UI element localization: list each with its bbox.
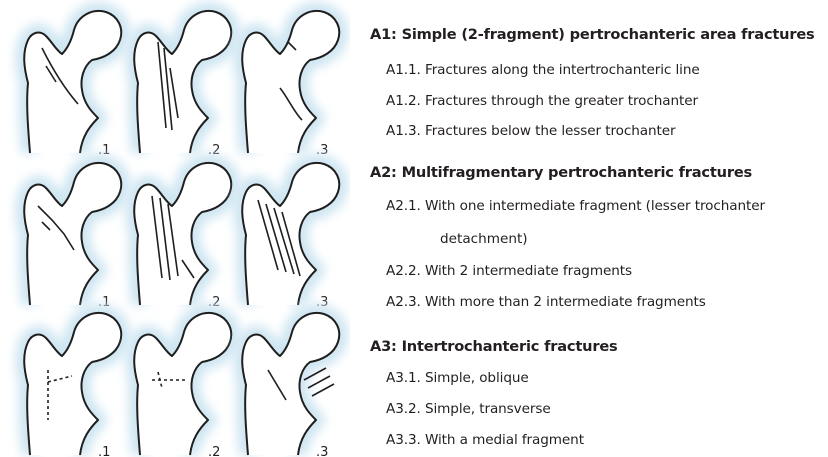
femur-outline bbox=[242, 11, 339, 153]
legend-item-a2-2: A2.2. With 2 intermediate fragments bbox=[386, 263, 632, 279]
femur-figure-a3-2: .2 bbox=[134, 313, 231, 457]
legend-item-a1-1: A1.1. Fractures along the intertrochante… bbox=[386, 62, 700, 78]
femur-outline bbox=[242, 163, 339, 305]
group-title-a3: A3: Intertrochanteric fractures bbox=[370, 338, 618, 355]
legend-item-a1-3: A1.3. Fractures below the lesser trochan… bbox=[386, 123, 675, 139]
legend-item-a3-3: A3.3. With a medial fragment bbox=[386, 432, 584, 448]
fracture-illustrations: .1.2.3.1.2.3.1.2.3 bbox=[0, 0, 350, 457]
femur-outline bbox=[24, 313, 121, 455]
femur-diagram-grid: .1.2.3.1.2.3.1.2.3 bbox=[0, 0, 350, 457]
group-title-a1: A1: Simple (2-fragment) pertrochanteric … bbox=[370, 26, 815, 43]
figure-label-a3-3: .3 bbox=[316, 445, 328, 457]
femur-outline bbox=[134, 313, 231, 455]
femur-figure-a1-2: .2 bbox=[134, 11, 231, 158]
figure-label-a3-2: .2 bbox=[208, 445, 220, 457]
femur-figure-a2-2: .2 bbox=[134, 163, 231, 310]
femur-outline bbox=[24, 11, 121, 153]
femur-figure-a2-1: .1 bbox=[24, 163, 121, 310]
femur-outline bbox=[24, 163, 121, 305]
femur-figure-a1-1: .1 bbox=[24, 11, 121, 158]
femur-outline bbox=[242, 313, 339, 455]
classification-legend: A1: Simple (2-fragment) pertrochanteric … bbox=[360, 14, 826, 454]
group-title-a2: A2: Multifragmentary pertrochanteric fra… bbox=[370, 164, 752, 181]
fracture-line bbox=[312, 384, 334, 396]
legend-item-a3-2: A3.2. Simple, transverse bbox=[386, 401, 551, 417]
legend-item-a3-1: A3.1. Simple, oblique bbox=[386, 370, 529, 386]
figure-label-a3-1: .1 bbox=[98, 445, 110, 457]
legend-item-a1-2: A1.2. Fractures through the greater troc… bbox=[386, 93, 698, 109]
legend-item-a2-1-continuation: detachment) bbox=[440, 231, 528, 247]
femur-outline bbox=[134, 163, 231, 305]
femur-outline bbox=[134, 11, 231, 153]
femur-figure-a2-3: .3 bbox=[242, 163, 339, 310]
legend-item-a2-1: A2.1. With one intermediate fragment (le… bbox=[386, 198, 765, 214]
fracture-line bbox=[308, 376, 330, 388]
femur-figure-a1-3: .3 bbox=[242, 11, 339, 158]
legend-item-a2-3: A2.3. With more than 2 intermediate frag… bbox=[386, 294, 706, 310]
femur-figure-a3-3: .3 bbox=[242, 313, 339, 457]
femur-figure-a3-1: .1 bbox=[24, 313, 121, 457]
